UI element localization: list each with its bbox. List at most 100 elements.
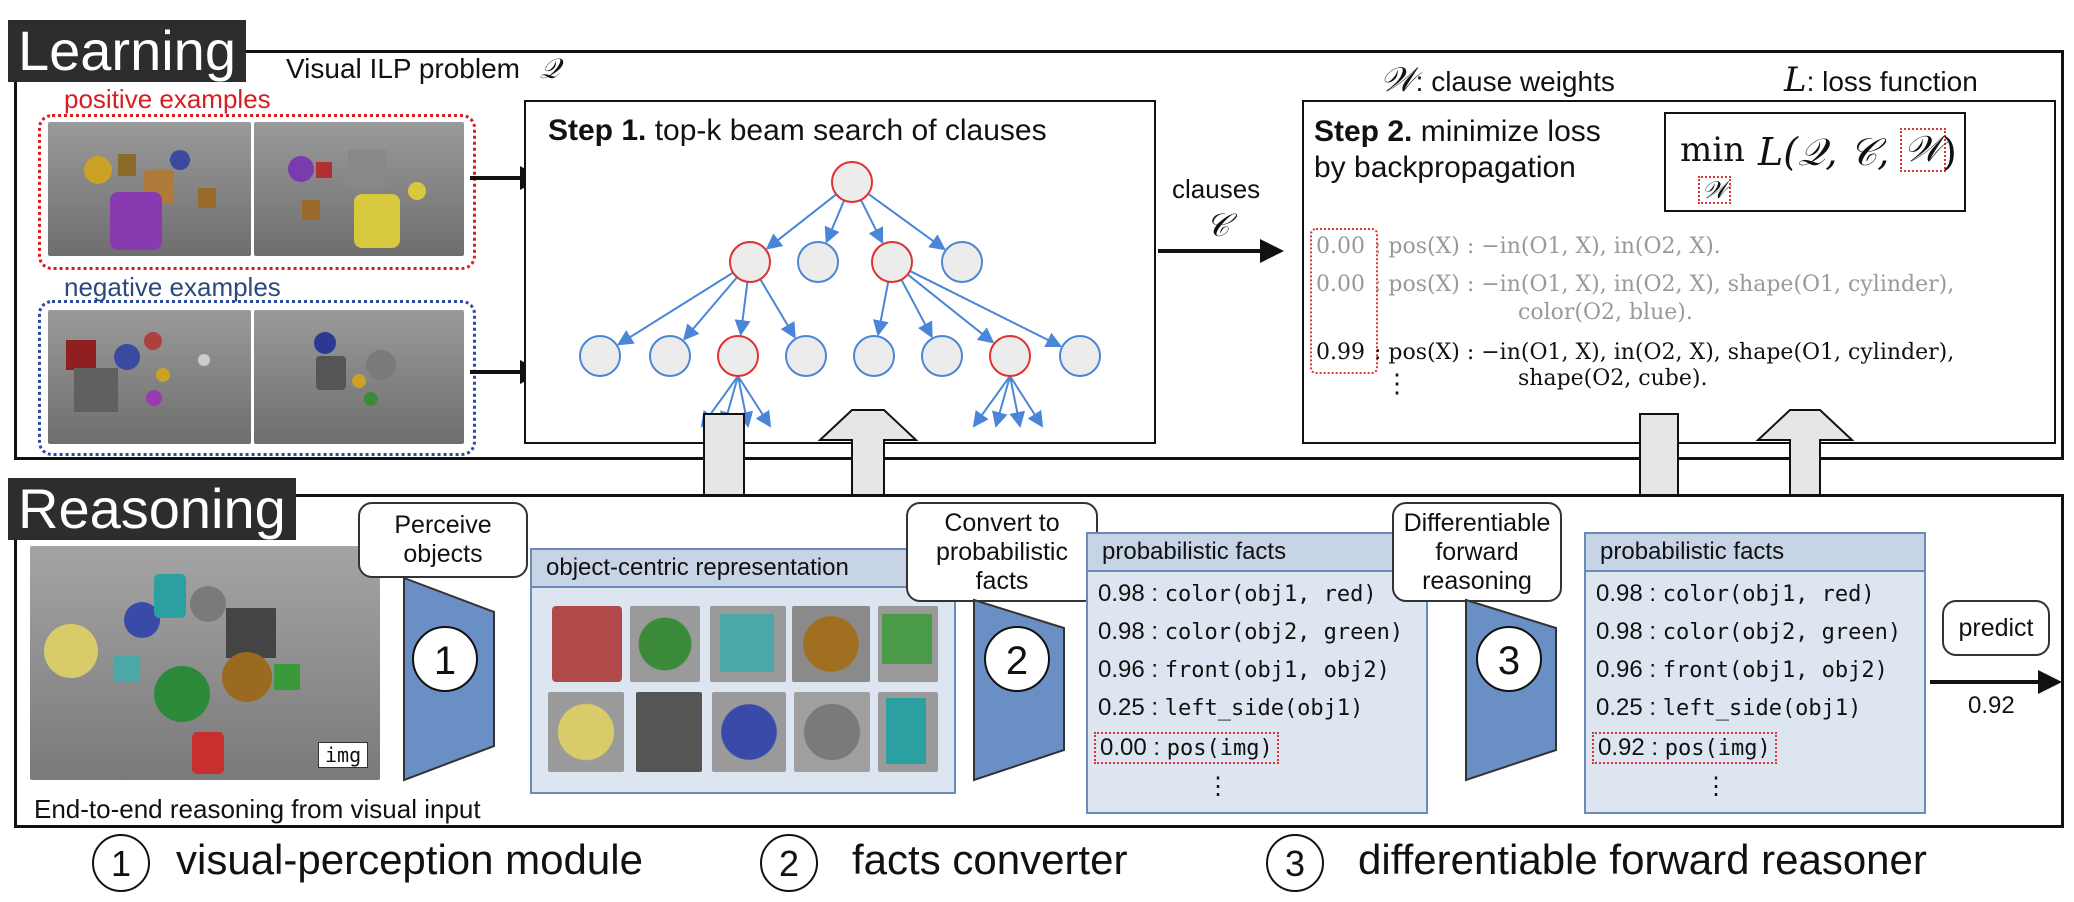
right-fact-row: 0.98 : color(obj1, red): [1596, 580, 1875, 607]
fact-probability: 0.25: [1596, 694, 1643, 721]
tree-node: [649, 335, 691, 377]
fact-atom: color(obj2, green): [1662, 620, 1902, 645]
loss-formula-box: min 𝒲 L(𝒬, 𝒞, 𝒲 ): [1664, 112, 1966, 212]
clauses-label: clauses: [1172, 174, 1261, 204]
clauses-arrow: [1158, 239, 1284, 263]
weights-highlight: [1310, 228, 1378, 374]
legend-2-number: 2: [760, 834, 818, 892]
fact-probability: 0.98: [1098, 580, 1145, 607]
clause-3: : pos(X) : −in(O1, X), in(O2, X), shape(…: [1374, 340, 1955, 365]
negative-example-image-1: [48, 310, 251, 444]
object-crops: [548, 604, 948, 780]
left-fact-row: 0.98 : color(obj2, green): [1098, 618, 1404, 645]
positive-example-image-1: [48, 122, 251, 256]
tree-edge: [1009, 375, 1044, 428]
clauses-symbol: 𝒞: [1206, 206, 1230, 244]
left-fact-row: 0.98 : color(obj1, red): [1098, 580, 1377, 607]
tree-node: [853, 335, 895, 377]
tree-node: [579, 335, 621, 377]
tree-edge: [909, 270, 1063, 348]
fact-probability: 0.96: [1596, 656, 1643, 683]
fact-atom: color(obj1, red): [1662, 582, 1875, 607]
clause-2-cont: color(O2, blue).: [1518, 300, 1693, 325]
clause-3-cont: shape(O2, cube).: [1518, 366, 1708, 391]
facts-vdots: ⋮: [1206, 773, 1230, 800]
step2-box: [1302, 100, 2056, 444]
tree-edge: [867, 192, 946, 251]
tree-edge: [759, 278, 796, 339]
tree-node: [729, 241, 771, 283]
fact-atom: pos(img): [1166, 736, 1273, 761]
facts-left-box: probabilistic facts: [1086, 532, 1428, 814]
reasoning-tag: Reasoning: [8, 478, 296, 540]
fact-probability: 0.25: [1098, 694, 1145, 721]
tree-node: [785, 335, 827, 377]
tree-edge: [972, 375, 1011, 428]
positive-examples-group: [38, 114, 476, 270]
tree-edge: [734, 281, 751, 337]
left-fact-row: 0.96 : front(obj1, obj2): [1098, 656, 1390, 683]
dfr-bubble: Differentiable forward reasoning: [1392, 502, 1562, 602]
step2-title: Step 2. minimize loss by backpropagation: [1314, 115, 1601, 184]
fact-atom: left_side(obj1): [1662, 696, 1862, 721]
loss-legend: L: loss function: [1784, 60, 1978, 100]
legend-3-text: differentiable forward reasoner: [1358, 836, 1927, 883]
facts-right-box: probabilistic facts: [1584, 532, 1926, 814]
fact-atom: left_side(obj1): [1164, 696, 1364, 721]
tree-node: [797, 241, 839, 283]
convert-bubble: Convert to probabilistic facts: [906, 502, 1098, 602]
tree-edge: [992, 375, 1011, 428]
module-2-number: 2: [984, 626, 1050, 692]
tree-edge: [860, 199, 884, 245]
clause-3-weight: 0.99: [1316, 340, 1365, 365]
tree-edge: [824, 200, 846, 244]
predict-bubble: predict: [1942, 600, 2050, 656]
e2e-label: End-to-end reasoning from visual input: [34, 794, 481, 824]
tree-edge: [1009, 375, 1026, 428]
ilp-label: Visual ILP problem 𝒬: [286, 52, 560, 85]
clauses-vdots: ⋮: [1384, 368, 1410, 398]
clause-1-weight: 0.00: [1316, 234, 1365, 259]
weights-legend: 𝒲: clause weights: [1380, 60, 1615, 100]
perceive-bubble: Perceive objects: [358, 502, 528, 578]
fact-probability: 0.00: [1100, 734, 1147, 761]
legend-1-number: 1: [92, 834, 150, 892]
negative-examples-label: negative examples: [64, 272, 281, 302]
facts-vdots: ⋮: [1704, 773, 1728, 800]
step1-title: Step 1. top-k beam search of clauses: [548, 114, 1047, 147]
clause-2-weight: 0.00: [1316, 272, 1365, 297]
tree-node: [871, 241, 913, 283]
positive-example-image-2: [254, 122, 464, 256]
legend-3-number: 3: [1266, 834, 1324, 892]
left-fact-row: 0.25 : left_side(obj1): [1098, 694, 1364, 721]
tree-edge: [900, 279, 933, 339]
fact-probability: 0.92: [1598, 734, 1645, 761]
left-fact-row: 0.00 : pos(img): [1094, 732, 1279, 764]
fact-atom: front(obj1, obj2): [1662, 658, 1888, 683]
tree-edge: [700, 375, 739, 428]
img-label: img: [318, 742, 369, 768]
tree-edge: [616, 271, 734, 346]
right-fact-row: 0.96 : front(obj1, obj2): [1596, 656, 1888, 683]
right-fact-row: 0.92 : pos(img): [1592, 732, 1777, 764]
fact-probability: 0.96: [1098, 656, 1145, 683]
clause-2: : pos(X) : −in(O1, X), in(O2, X), shape(…: [1374, 272, 1955, 297]
facts-left-list: 0.98 : color(obj1, red) 0.98 : color(obj2…: [1086, 580, 1428, 810]
fact-atom: color(obj1, red): [1164, 582, 1377, 607]
tree-edge: [872, 281, 890, 337]
fact-probability: 0.98: [1596, 580, 1643, 607]
tree-edge: [907, 273, 995, 344]
facts-right-list: 0.98 : color(obj1, red)0.98 : color(obj2…: [1584, 580, 1926, 810]
fact-probability: 0.98: [1596, 618, 1643, 645]
tree-node: [831, 161, 873, 203]
clause-1: : pos(X) : −in(O1, X), in(O2, X).: [1374, 234, 1721, 259]
module-1-number: 1: [412, 626, 478, 692]
predict-value: 0.92: [1968, 692, 2015, 719]
tree-node: [1059, 335, 1101, 377]
tree-node: [921, 335, 963, 377]
learning-tag: Learning: [8, 20, 246, 82]
tree-edge: [720, 375, 739, 428]
beam-search-tree: [579, 161, 1101, 428]
negative-examples-group: [38, 300, 476, 456]
